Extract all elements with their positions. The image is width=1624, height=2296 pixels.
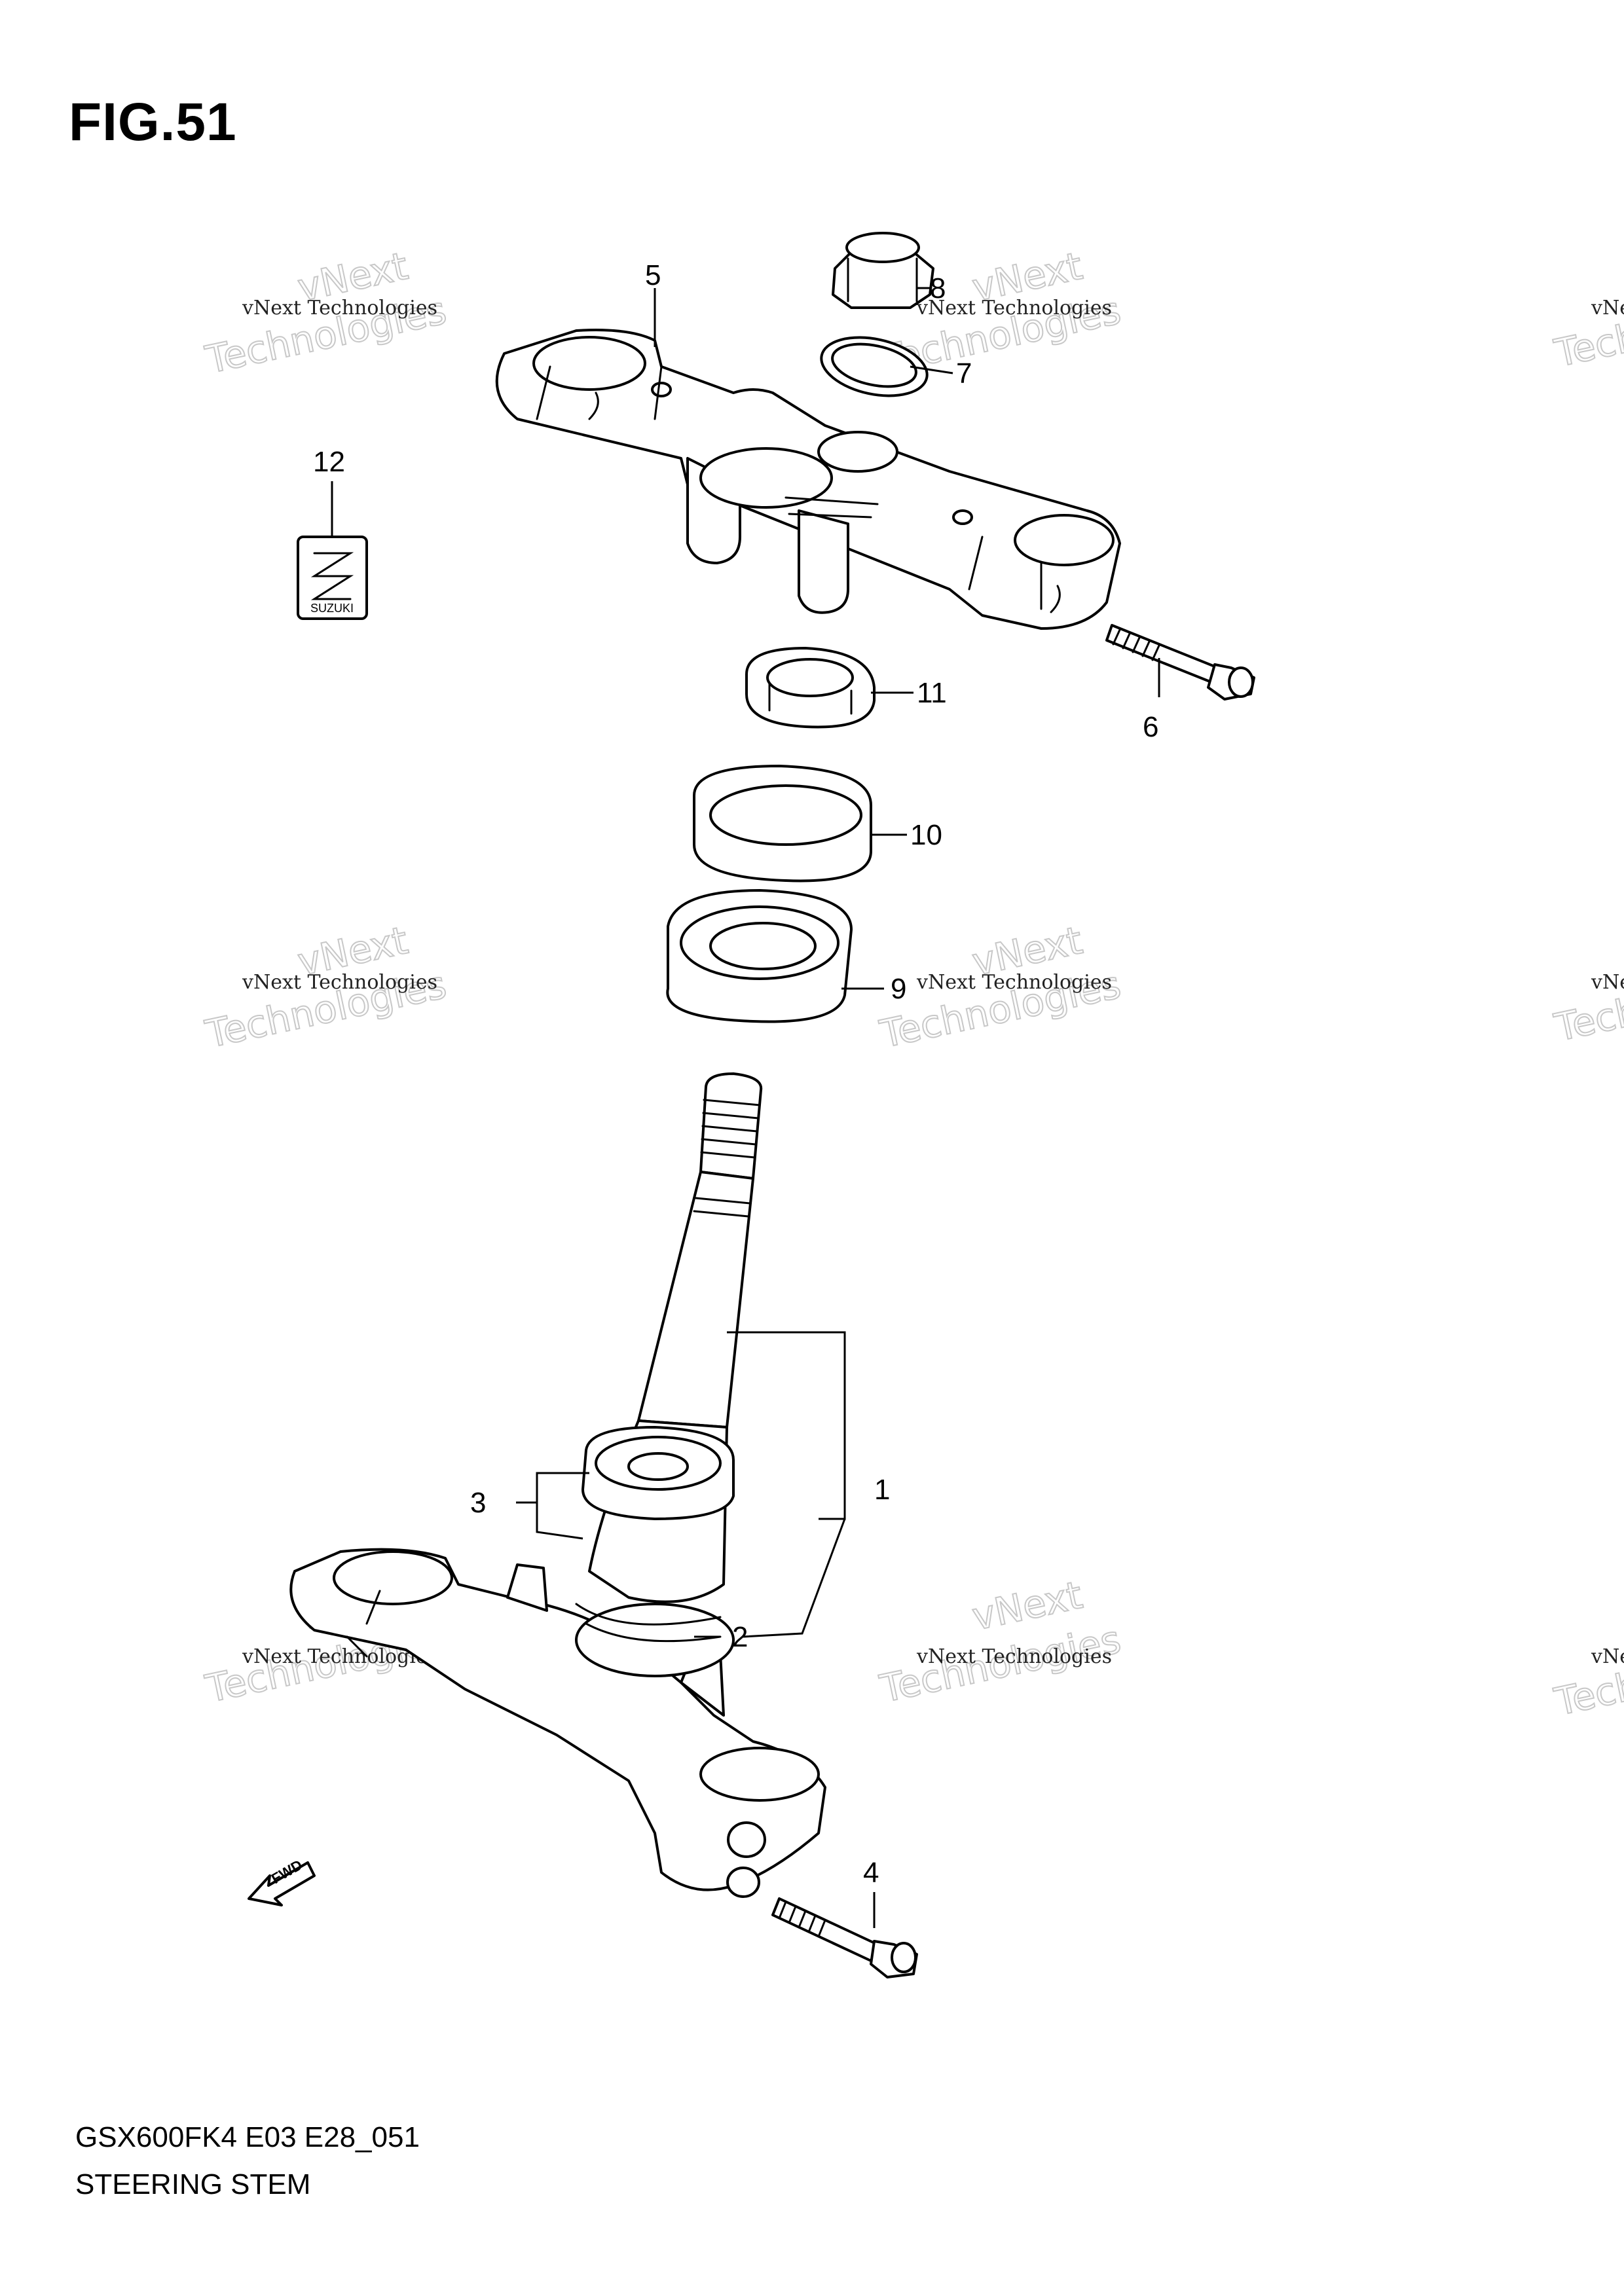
svg-text:vNext Technologies: vNext Technologies xyxy=(1591,971,1624,994)
callout-4: 4 xyxy=(863,1857,879,1889)
callout-12: 12 xyxy=(313,446,345,478)
bearing-part-9 xyxy=(666,889,853,1023)
callout-8: 8 xyxy=(930,272,946,304)
callout-labels: 5 8 7 12 6 11 10 9 1 3 2 4 xyxy=(313,259,1158,1889)
fwd-arrow-icon: FWD xyxy=(248,1857,316,1906)
svg-text:vNext Technologies: vNext Technologies xyxy=(916,1645,1112,1668)
figure-title: FIG.51 xyxy=(69,92,237,152)
stem-nut-part-11 xyxy=(745,647,876,729)
svg-text:vNext Technologies: vNext Technologies xyxy=(916,297,1112,319)
watermark-mid-left: vNext Technologies vNext Technologies xyxy=(201,917,451,1057)
watermark-low-center: vNext Technologies vNext Technologies xyxy=(876,1572,1126,1712)
leader-lines xyxy=(331,287,1160,1928)
cap-nut-part-8 xyxy=(832,232,934,309)
svg-text:Technologies: Technologies xyxy=(1551,282,1624,376)
watermark-edge-right: vNext Technologies vNext Technologies vN… xyxy=(1550,281,1624,1725)
svg-text:Technologies: Technologies xyxy=(1551,956,1624,1050)
bolt-part-4 xyxy=(771,1897,918,1978)
svg-text:Technologies: Technologies xyxy=(1551,1630,1624,1724)
steering-stem-part-1 xyxy=(289,1072,826,1898)
washer-part-7 xyxy=(820,336,929,397)
callout-10: 10 xyxy=(910,819,942,851)
bolt-part-6 xyxy=(1105,624,1255,701)
svg-text:SUZUKI: SUZUKI xyxy=(310,602,354,615)
callout-6: 6 xyxy=(1143,711,1158,743)
svg-text:vNext Technologies: vNext Technologies xyxy=(1591,297,1624,319)
model-code: GSX600FK4 E03 E28_051 xyxy=(75,2121,420,2153)
stem-dust-seal-part-3 xyxy=(581,1426,735,1520)
callout-5: 5 xyxy=(645,259,661,291)
assembly-name: STEERING STEM xyxy=(75,2168,311,2200)
svg-text:vNext Technologies: vNext Technologies xyxy=(242,297,437,319)
callout-1: 1 xyxy=(874,1474,890,1506)
watermark-top-left: vNext Technologies vNext Technologies xyxy=(201,243,451,383)
svg-text:vNext Technologies: vNext Technologies xyxy=(916,971,1112,994)
callout-9: 9 xyxy=(891,973,906,1005)
svg-text:vNext Technologies: vNext Technologies xyxy=(1591,1645,1624,1668)
svg-text:vNext Technologies: vNext Technologies xyxy=(242,971,437,994)
watermark-top-center: vNext Technologies vNext Technologies xyxy=(876,243,1126,383)
upper-bracket-part-5 xyxy=(495,329,1121,630)
callout-11: 11 xyxy=(917,677,947,709)
dust-seal-part-10 xyxy=(693,765,872,883)
watermark-mid-center: vNext Technologies vNext Technologies xyxy=(876,917,1126,1057)
callout-7: 7 xyxy=(956,357,972,390)
emblem-part-12: SUZUKI xyxy=(297,536,368,620)
callout-2: 2 xyxy=(732,1621,748,1653)
callout-3: 3 xyxy=(470,1487,486,1519)
